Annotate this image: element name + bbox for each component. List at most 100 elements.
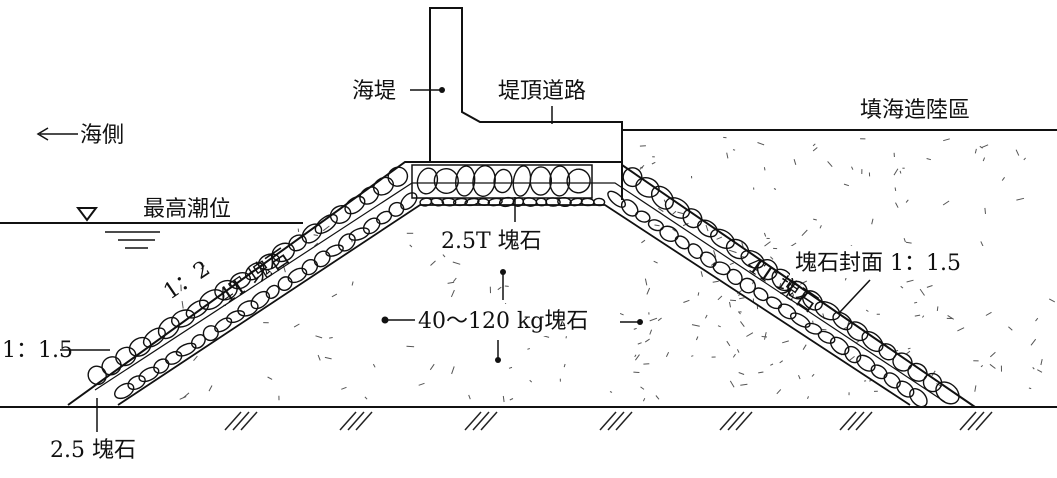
armor-stone xyxy=(607,190,626,208)
armor-stone xyxy=(545,197,561,207)
fill-speck xyxy=(672,228,677,232)
fill-speck xyxy=(770,363,774,366)
armor-stone xyxy=(142,327,166,348)
fill-speck xyxy=(508,366,513,369)
seawall-label: 海堤 xyxy=(352,79,396,104)
fill-speck xyxy=(926,158,932,161)
fill-speck xyxy=(790,242,797,247)
armor-stone xyxy=(909,388,928,408)
armor-stone xyxy=(892,352,913,372)
fill-speck xyxy=(527,348,530,350)
fill-speck xyxy=(1023,157,1026,161)
leader-core-dot-left xyxy=(381,316,389,324)
fill-speck xyxy=(741,242,744,248)
fill-speck xyxy=(654,224,660,227)
fill-speck xyxy=(893,168,899,176)
armor-stone xyxy=(202,325,219,342)
fill-speck xyxy=(793,159,797,165)
fill-speck xyxy=(764,241,771,247)
fill-speck xyxy=(914,314,921,317)
fill-speck xyxy=(906,279,914,283)
armor-stone xyxy=(314,213,338,235)
fill-speck xyxy=(1040,358,1043,366)
armor-stone xyxy=(801,290,824,311)
armor-stone xyxy=(101,356,122,376)
fill-speck xyxy=(710,262,716,266)
armor-stone xyxy=(214,317,233,333)
fill-speck xyxy=(798,375,801,380)
fill-speck xyxy=(758,371,764,374)
fill-speck xyxy=(619,312,624,316)
fill-speck xyxy=(563,363,566,368)
fill-speck xyxy=(700,271,703,277)
fill-speck xyxy=(894,187,897,191)
fill-speck xyxy=(738,372,745,375)
fill-speck xyxy=(351,281,354,286)
armor-stone xyxy=(829,336,850,356)
fill-speck xyxy=(1008,326,1013,331)
fill-speck xyxy=(763,232,767,237)
label-bg-toe-stone xyxy=(45,432,165,464)
fill-speck xyxy=(729,380,735,388)
fill-speck xyxy=(737,294,741,296)
fill-speck xyxy=(736,349,740,353)
armor-stone xyxy=(185,299,210,319)
armor-inner-outline xyxy=(117,204,911,406)
fill-speck xyxy=(634,354,637,358)
armor-stone xyxy=(198,289,225,311)
armor-stone xyxy=(870,364,888,380)
armor-stone xyxy=(861,330,884,353)
label-bg-facing xyxy=(790,246,1030,278)
hatch-line xyxy=(240,411,258,431)
armor-stone xyxy=(766,296,783,310)
fill-speck xyxy=(644,338,650,343)
fill-speck xyxy=(761,335,768,338)
fill-speck xyxy=(646,287,651,295)
hatch-line xyxy=(959,411,977,431)
armor-2-5t-label: 2.5T 塊石 xyxy=(441,229,542,254)
fill-speck xyxy=(1037,369,1043,373)
fill-speck xyxy=(193,355,198,362)
fill-speck xyxy=(430,260,436,266)
armor-stone xyxy=(856,354,876,372)
fill-speck xyxy=(313,234,318,236)
fill-speck xyxy=(732,149,736,151)
armor-stone xyxy=(817,330,836,344)
fill-speck xyxy=(773,188,777,190)
fill-speck xyxy=(640,386,645,390)
hatch-line xyxy=(727,411,745,431)
highest-tide-label: 最高潮位 xyxy=(143,197,231,222)
armor-stone xyxy=(787,280,808,300)
leader-core-dot-top xyxy=(500,269,506,275)
fill-speck xyxy=(770,256,774,260)
fill-speck xyxy=(974,385,977,392)
hatch-line xyxy=(847,411,865,431)
fill-speck xyxy=(315,335,323,339)
armor-stone xyxy=(257,253,281,271)
fill-speck xyxy=(640,166,643,169)
armor-stone xyxy=(529,166,553,196)
seawall-crown-wall xyxy=(429,7,623,200)
fill-speck xyxy=(717,325,721,328)
fill-speck xyxy=(981,144,989,149)
fill-speck xyxy=(740,383,748,386)
fill-speck xyxy=(819,225,822,229)
fill-speck xyxy=(778,282,782,289)
armor-stone xyxy=(557,196,572,208)
fill-speck xyxy=(502,395,505,403)
fill-speck xyxy=(653,260,658,264)
fill-speck xyxy=(919,288,925,296)
armor-stone xyxy=(171,309,196,328)
fill-speck xyxy=(732,353,736,358)
fill-speck xyxy=(899,170,902,174)
leader-seawall-dot xyxy=(439,87,445,93)
fill-speck xyxy=(642,397,646,402)
fill-speck xyxy=(865,309,869,312)
armor-stone xyxy=(512,165,532,197)
fill-speck xyxy=(406,345,415,348)
fill-speck xyxy=(705,224,709,232)
armor-stone xyxy=(127,375,146,391)
fill-speck xyxy=(800,280,808,285)
armor-stone xyxy=(226,310,246,324)
